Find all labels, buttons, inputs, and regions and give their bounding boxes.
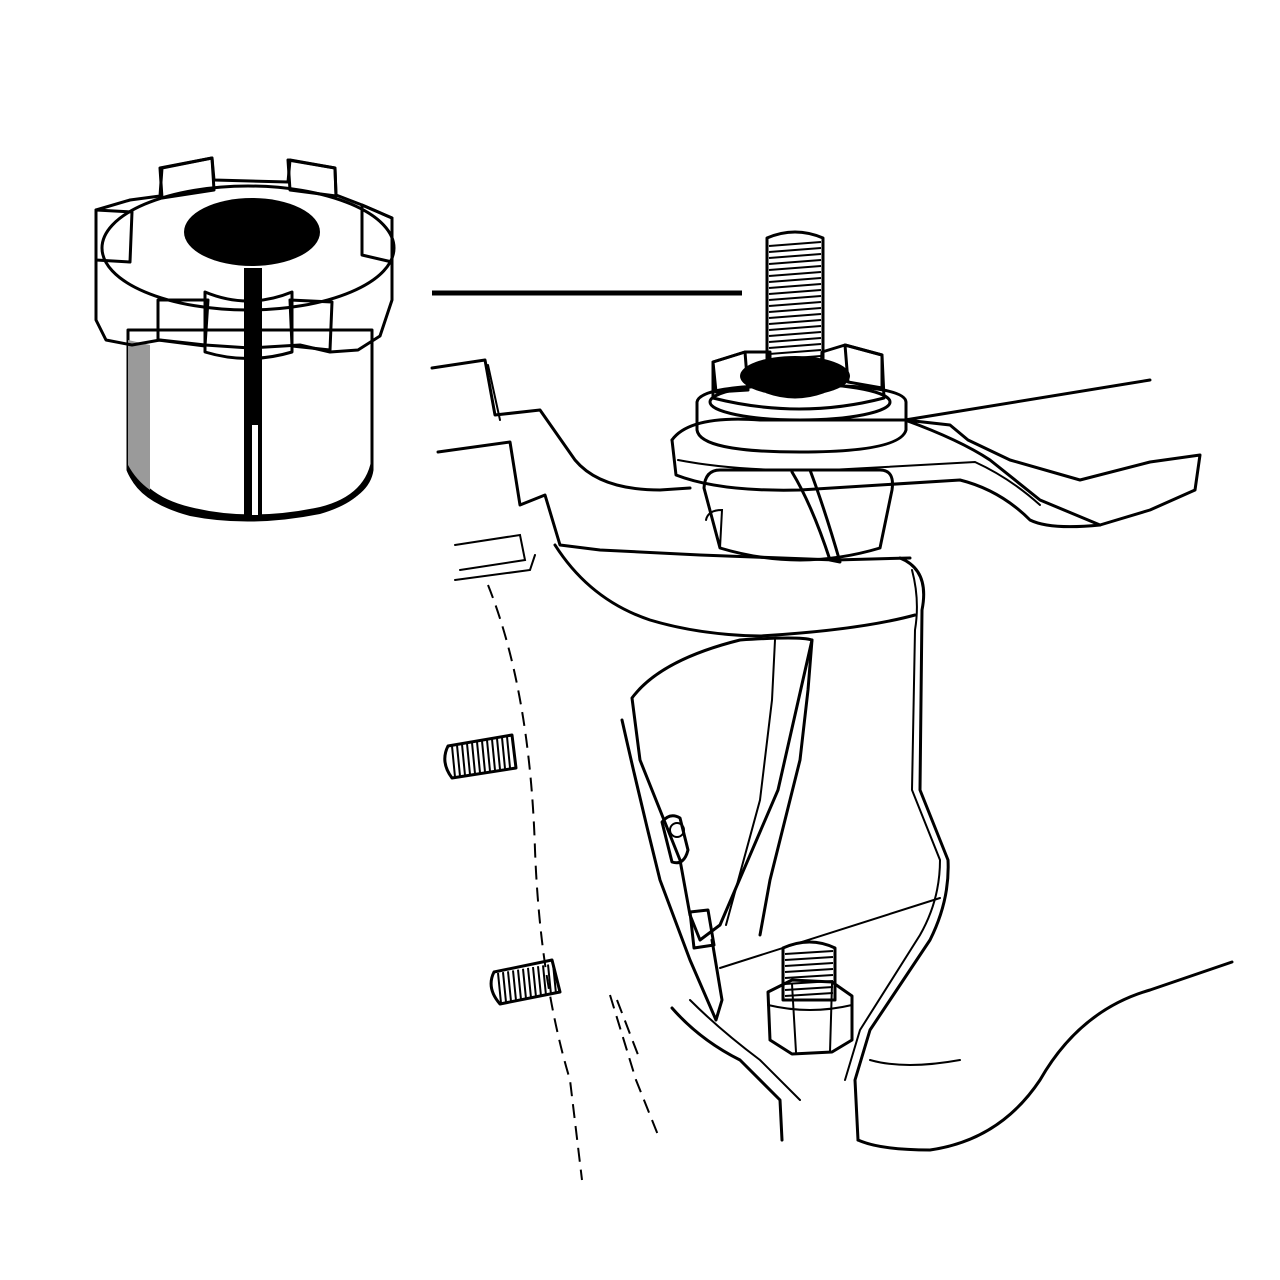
flange-lower-edge (670, 438, 1102, 529)
lower-cross-edge (719, 897, 941, 969)
thread-line (784, 950, 834, 955)
thread-line (471, 742, 476, 774)
ball-joint-stud (670, 230, 1202, 564)
thread-line (537, 966, 542, 997)
center-strut (758, 638, 814, 937)
installed-bushing-notch-l (711, 350, 750, 394)
thread-line (768, 325, 822, 331)
thread-line (491, 739, 496, 771)
clip-bolt (669, 822, 685, 838)
bushing-bore (184, 198, 320, 266)
boot-fold (705, 508, 724, 549)
hex-nut-face (767, 983, 853, 1053)
thread-line (768, 307, 822, 313)
knuckle-opening (630, 636, 814, 942)
thread-line (768, 283, 822, 289)
steering-knuckle (430, 358, 1234, 1181)
frame-top-inner (487, 364, 501, 421)
thread-line (502, 972, 507, 1003)
center-strut-edge (725, 639, 776, 926)
knuckle-right-edge (853, 556, 950, 1142)
thread-line (527, 967, 532, 998)
bushing-tab-center (203, 290, 294, 360)
thread-line (768, 295, 822, 301)
knuckle-lower-inner (689, 999, 801, 1101)
thread-line (517, 969, 522, 1000)
control-arm-flange (670, 378, 1202, 527)
bushing-tooth-back-right (286, 158, 338, 198)
lower-bolt-shaft (781, 940, 837, 1002)
thread-line (768, 253, 822, 259)
thread-line (768, 259, 822, 265)
adjustment-bushing (94, 156, 396, 522)
hex-nut (766, 978, 854, 1056)
knuckle-lower-left (670, 1006, 784, 1142)
upper-arm-curve (553, 543, 917, 638)
thread-line (481, 740, 486, 772)
thread-line (552, 963, 557, 994)
thread-line (768, 313, 822, 319)
installed-bushing-bore (740, 356, 850, 396)
thread-line (466, 743, 471, 775)
lower-arm-inner (869, 1059, 961, 1066)
thread-line (768, 277, 822, 283)
thread-line (784, 968, 834, 973)
hub-outline-dashed (487, 584, 583, 1181)
installed-bushing-notch-r (843, 343, 884, 390)
thread-line (768, 349, 822, 355)
thread-line (532, 966, 537, 998)
thread-line (784, 956, 834, 961)
thread-line (768, 337, 822, 343)
hub-outline-dashed-3 (616, 999, 641, 1061)
frame-left-beam-lower (454, 554, 536, 581)
thread-line (768, 343, 822, 349)
lower-ball-joint-nut (766, 940, 854, 1056)
bushing-tooth-right (360, 203, 394, 264)
thread-line (522, 968, 527, 999)
thread-line (486, 739, 491, 772)
opening-inner-rib (620, 718, 724, 1022)
thread-line (768, 301, 822, 307)
thread-line (461, 744, 466, 776)
boot-strap (790, 468, 842, 564)
thread-line (768, 289, 822, 295)
thread-line (768, 265, 822, 271)
thread-line (768, 241, 822, 247)
thread-line (512, 970, 517, 1001)
thread-line (784, 962, 834, 967)
thread-line (768, 271, 822, 277)
thread-line (542, 965, 547, 996)
bushing-tooth-back-left (158, 156, 216, 200)
flange-rib (677, 459, 1041, 506)
thread-line (496, 738, 501, 770)
thread-line (507, 971, 512, 1002)
thread-line (456, 745, 461, 777)
thread-line (497, 972, 502, 1004)
bushing-side-shadow (128, 340, 150, 490)
thread-line (506, 736, 511, 768)
hub-outline-dashed-2 (609, 994, 661, 1141)
thread-line (768, 331, 822, 337)
thread-line (768, 247, 822, 253)
hose-clip (660, 814, 690, 865)
frame-left-beam (436, 440, 912, 562)
frame-top-edge (430, 358, 692, 492)
wheel-stud-upper (443, 733, 518, 780)
wheel-stud-lower (489, 958, 562, 1006)
thread-line (768, 319, 822, 325)
bushing-split-highlight (252, 425, 258, 515)
lower-arm-edge (856, 960, 1234, 1152)
frame-left-beam-inner (454, 533, 527, 571)
bracket-tab (688, 908, 716, 950)
thread-line (451, 745, 456, 778)
thread-line (547, 964, 552, 995)
thread-line (501, 737, 506, 769)
bushing-tooth-left (94, 208, 134, 264)
knuckle-right-inner (844, 569, 942, 1081)
thread-line (784, 974, 834, 979)
thread-line (476, 741, 481, 773)
